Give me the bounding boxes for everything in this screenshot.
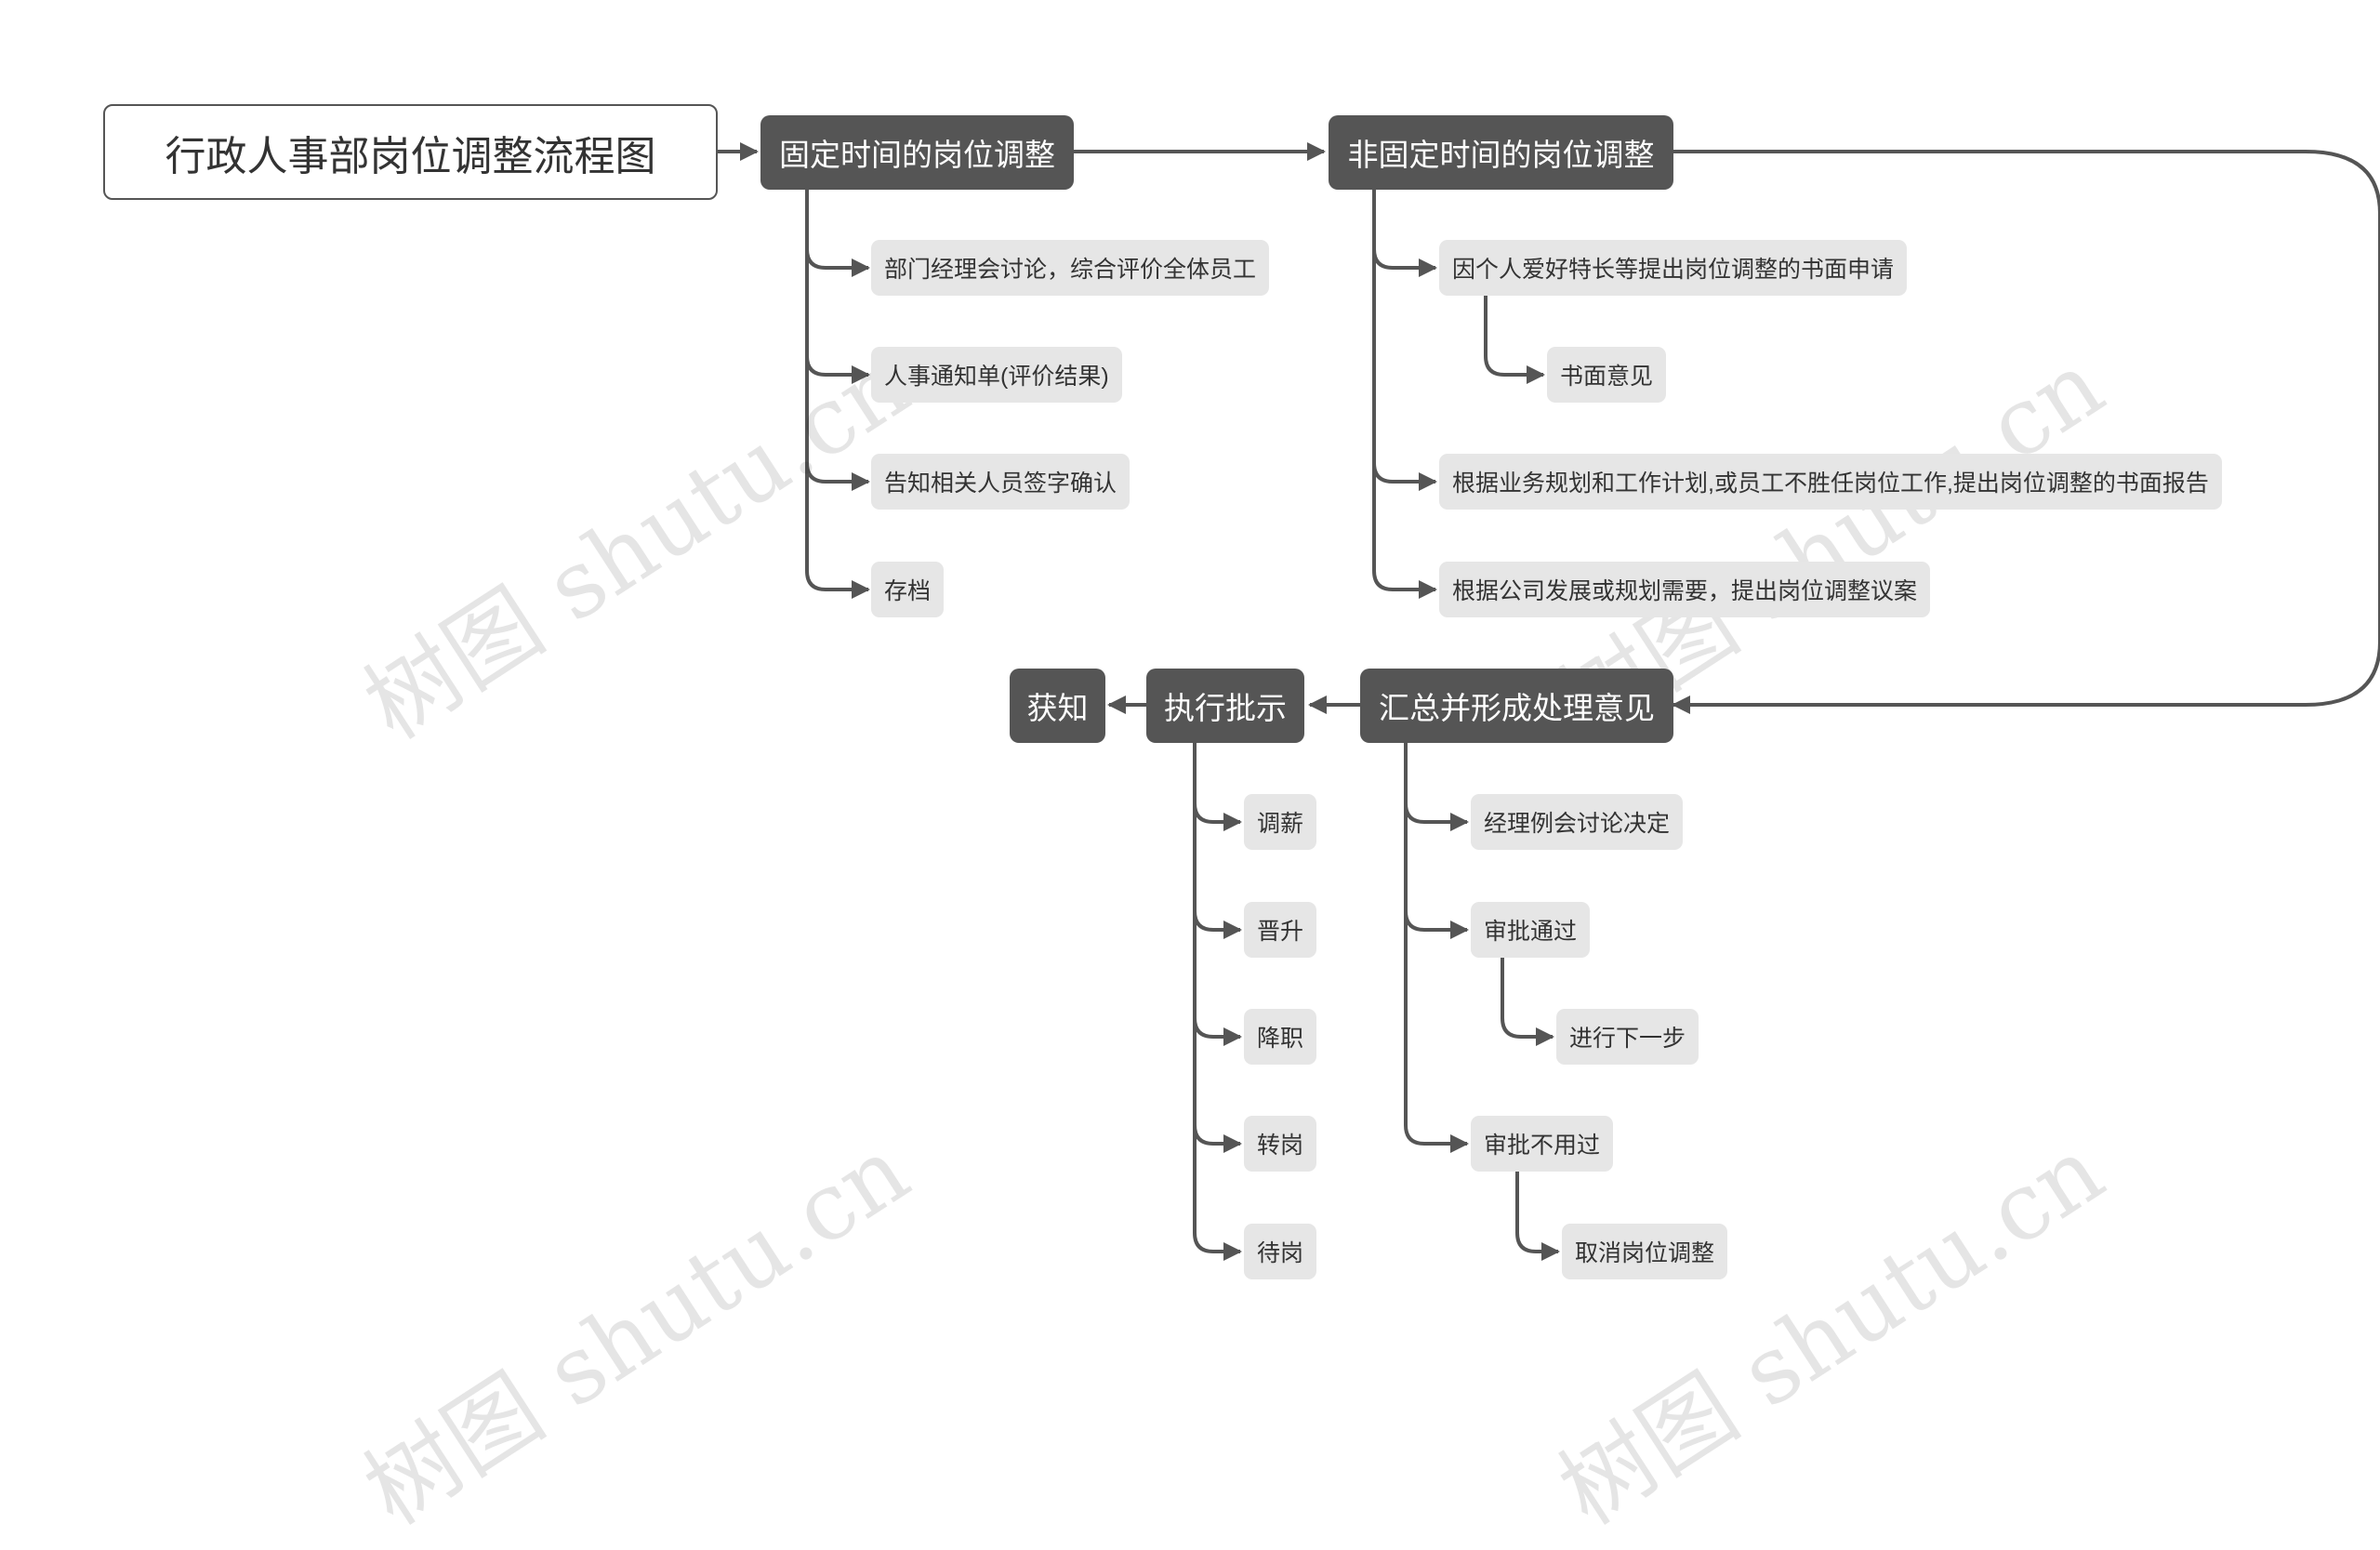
execute-item-4[interactable]: 转岗 bbox=[1244, 1116, 1317, 1172]
connector-fixed-item-3 bbox=[805, 190, 870, 491]
node-summary[interactable]: 汇总并形成处理意见 bbox=[1360, 669, 1673, 743]
watermark-1: 树图 shutu.cn bbox=[346, 330, 928, 761]
connector-fixed-item-1 bbox=[805, 190, 870, 277]
connector-summary-item-2 bbox=[1404, 743, 1469, 939]
connector-nonfixed-item-1 bbox=[1372, 190, 1437, 277]
execute-item-1[interactable]: 调薪 bbox=[1244, 794, 1317, 850]
execute-item-5[interactable]: 待岗 bbox=[1244, 1224, 1317, 1279]
connector-summary-item-3 bbox=[1404, 743, 1469, 1153]
node-notify[interactable]: 获知 bbox=[1010, 669, 1105, 743]
connector-execute-item-5 bbox=[1193, 743, 1242, 1261]
connector-summary-item-3-child bbox=[1515, 1172, 1560, 1261]
root-node[interactable]: 行政人事部岗位调整流程图 bbox=[103, 104, 718, 200]
node-fixed-adjustment[interactable]: 固定时间的岗位调整 bbox=[760, 115, 1074, 190]
connector-summary-item-2-child bbox=[1501, 958, 1554, 1046]
connector-nonfixed-item-2 bbox=[1372, 190, 1437, 491]
nonfixed-item-1-child[interactable]: 书面意见 bbox=[1547, 347, 1667, 403]
summary-item-2-child[interactable]: 进行下一步 bbox=[1556, 1009, 1699, 1065]
execute-item-2[interactable]: 晋升 bbox=[1244, 902, 1317, 958]
nonfixed-item-1[interactable]: 因个人爱好特长等提出岗位调整的书面申请 bbox=[1439, 240, 1908, 296]
summary-item-1[interactable]: 经理例会讨论决定 bbox=[1471, 794, 1684, 850]
watermark-4: 树图 shutu.cn bbox=[1540, 1116, 2122, 1546]
connector-execute-item-1 bbox=[1193, 743, 1242, 831]
watermark-3: 树图 shutu.cn bbox=[346, 1116, 928, 1546]
fixed-item-1[interactable]: 部门经理会讨论，综合评价全体员工 bbox=[871, 240, 1270, 296]
connector-nonfixed-to-summary bbox=[1672, 150, 2380, 714]
execute-item-3[interactable]: 降职 bbox=[1244, 1009, 1317, 1065]
mindmap-canvas: 树图 shutu.cn 树图 shutu.cn 树图 shutu.cn 树图 s… bbox=[103, 104, 2380, 1545]
fixed-item-4[interactable]: 存档 bbox=[871, 562, 945, 617]
connector-nonfixed-item-3 bbox=[1372, 190, 1437, 599]
summary-item-3[interactable]: 审批不用过 bbox=[1471, 1116, 1614, 1172]
connector-execute-item-3 bbox=[1193, 743, 1242, 1046]
connector-fixed-item-4 bbox=[805, 190, 870, 599]
connector-nonfixed-item-1-child bbox=[1484, 296, 1545, 384]
connector-execute-item-2 bbox=[1193, 743, 1242, 939]
node-execute[interactable]: 执行批示 bbox=[1146, 669, 1304, 743]
connector-fixed-item-2 bbox=[805, 190, 870, 384]
fixed-item-3[interactable]: 告知相关人员签字确认 bbox=[871, 454, 1130, 510]
summary-item-3-child[interactable]: 取消岗位调整 bbox=[1562, 1224, 1728, 1279]
connector-summary-item-1 bbox=[1404, 743, 1469, 831]
nonfixed-item-2[interactable]: 根据业务规划和工作计划,或员工不胜任岗位工作,提出岗位调整的书面报告 bbox=[1439, 454, 2222, 510]
fixed-item-2[interactable]: 人事通知单(评价结果) bbox=[871, 347, 1122, 403]
nonfixed-item-3[interactable]: 根据公司发展或规划需要，提出岗位调整议案 bbox=[1439, 562, 1931, 617]
summary-item-2[interactable]: 审批通过 bbox=[1471, 902, 1591, 958]
node-nonfixed-adjustment[interactable]: 非固定时间的岗位调整 bbox=[1329, 115, 1673, 190]
connector-execute-item-4 bbox=[1193, 743, 1242, 1153]
